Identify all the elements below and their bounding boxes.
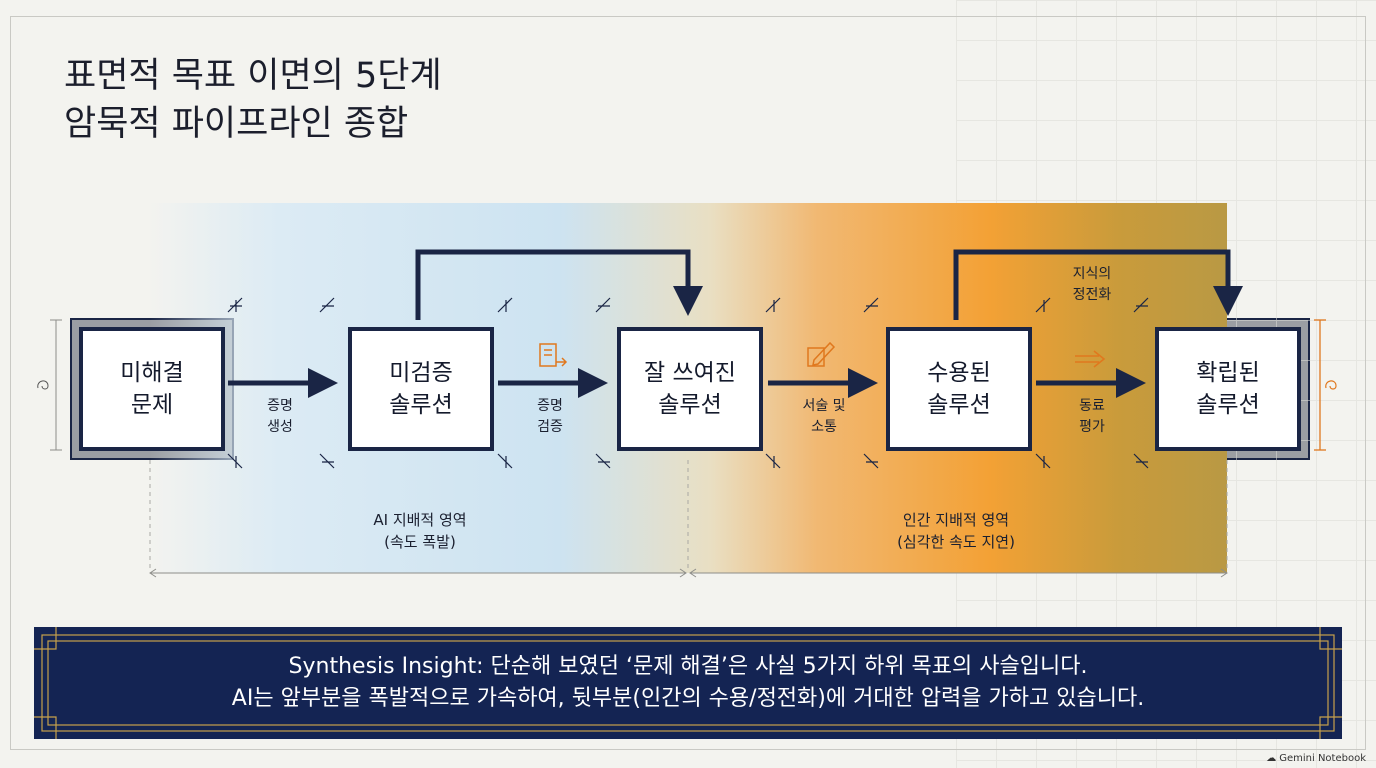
stage-label: 미해결 문제 <box>120 360 184 418</box>
feedback-label-canonization: 지식의 정전화 <box>1072 266 1112 303</box>
transition-label-writing-communication: 서술 및 소통 <box>802 398 846 435</box>
human-dimension-line <box>689 568 1228 578</box>
region-label-ai: AI 지배적 영역 (속도 폭발) <box>373 511 467 551</box>
page-title: 표면적 목표 이면의 5단계 암묵적 파이프라인 종합 <box>64 52 442 148</box>
insight-line-1: Synthesis Insight: 단순해 보였던 ‘문제 해결’은 사실 5… <box>288 654 1088 679</box>
transition-label-proof-generation: 증명 생성 <box>267 398 293 435</box>
stage-label: 수용된 솔루션 <box>927 360 991 418</box>
banner-frame-ornament <box>34 627 1342 739</box>
slide-frame <box>10 16 1366 750</box>
transition-label-peer-review: 동료 평가 <box>1079 398 1105 435</box>
stage-box-well-written-solution: 잘 쓰여진 솔루션 <box>610 320 770 458</box>
synthesis-insight-banner: Synthesis Insight: 단순해 보였던 ‘문제 해결’은 사실 5… <box>34 627 1342 739</box>
stage-label: 잘 쓰여진 솔루션 <box>644 360 736 418</box>
insight-line-2: AI는 앞부분을 폭발적으로 가속하여, 뒷부분(인간의 수용/정전화)에 거대… <box>231 686 1145 711</box>
title-line-2: 암묵적 파이프라인 종합 <box>64 104 409 144</box>
transition-label-proof-verification: 증명 검증 <box>537 398 563 435</box>
stage-box-unsolved-problem: 미해결 문제 <box>72 320 232 458</box>
stage-box-unverified-solution: 미검증 솔루션 <box>341 320 501 458</box>
stage-box-established-solution: 확립된 솔루션 <box>1148 320 1308 458</box>
region-label-human: 인간 지배적 영역 (심각한 속도 지연) <box>897 511 1015 551</box>
cloud-icon: ☁ <box>1266 753 1277 764</box>
stage-label: 확립된 솔루션 <box>1196 360 1260 418</box>
title-line-1: 표면적 목표 이면의 5단계 <box>64 56 442 96</box>
ai-dimension-line <box>149 568 687 578</box>
stage-box-accepted-solution: 수용된 솔루션 <box>879 320 1039 458</box>
watermark-text: Gemini Notebook <box>1279 753 1366 764</box>
watermark: ☁ Gemini Notebook <box>1266 753 1366 764</box>
right-dimension-mark <box>1314 319 1326 451</box>
stage-label: 미검증 솔루션 <box>389 360 453 418</box>
left-dimension-mark <box>50 319 62 451</box>
